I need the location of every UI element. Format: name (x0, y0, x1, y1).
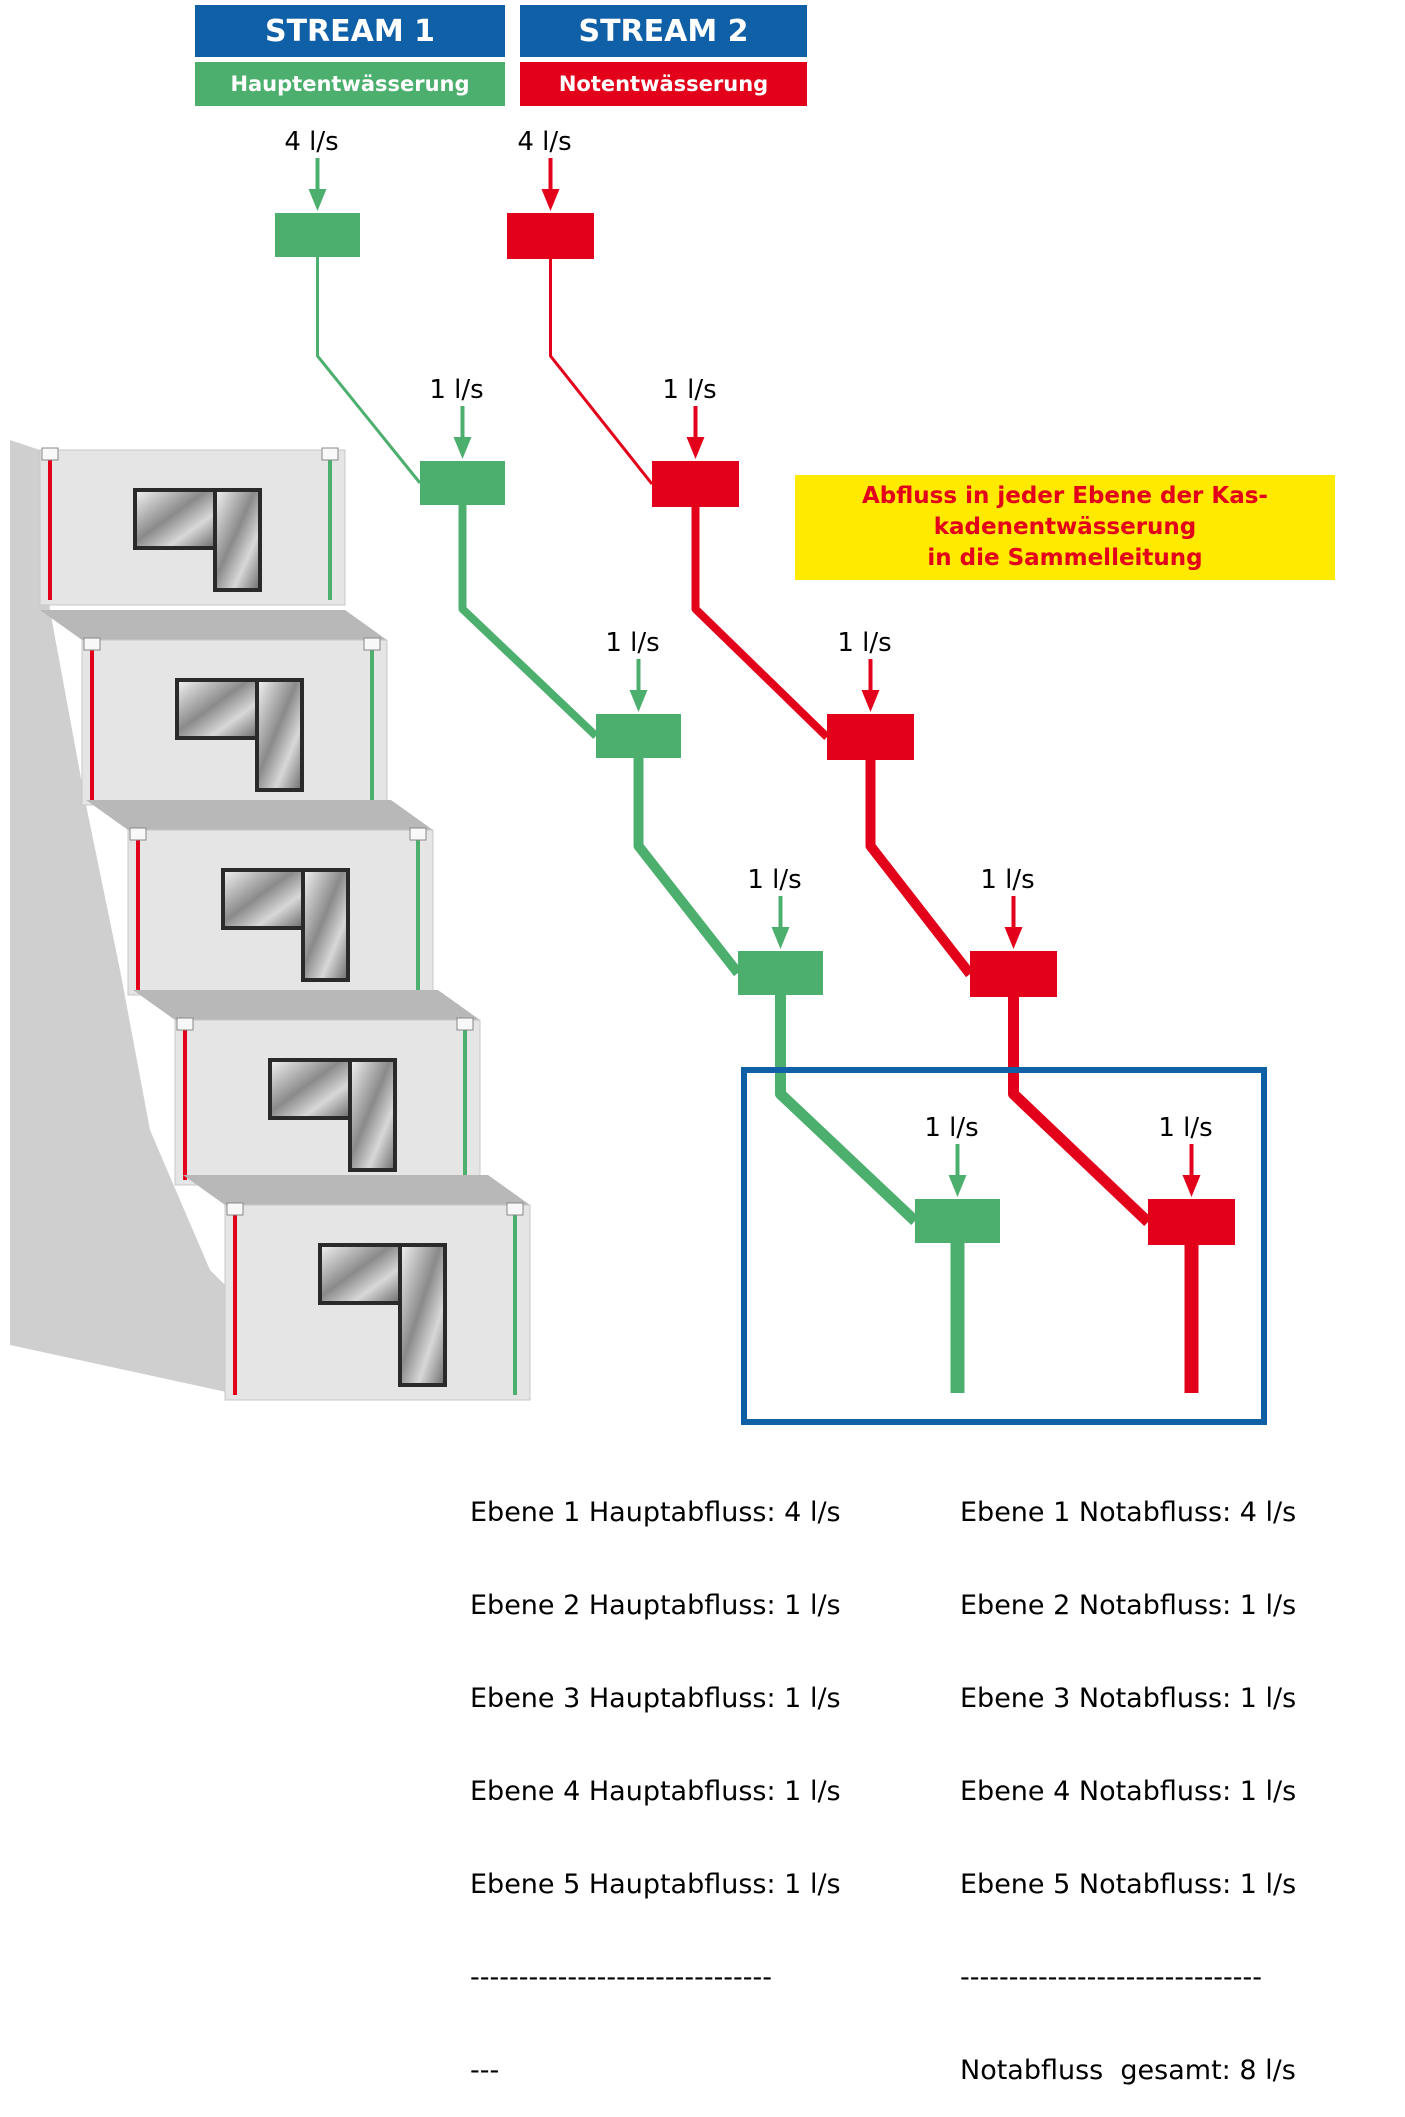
summary-emergency-line: Ebene 5 Notabfluss: 1 l/s (960, 1869, 1297, 1900)
flow-label: 1 l/s (1158, 1113, 1212, 1143)
summary-main-line: Ebene 4 Hauptabfluss: 1 l/s (470, 1776, 841, 1807)
flow-label: 1 l/s (980, 865, 1034, 895)
flow-label: 1 l/s (747, 865, 801, 895)
roof-drain (409, 827, 427, 841)
pipe-segment (865, 760, 974, 978)
summary-main-list: Ebene 1 Hauptabfluss: 4 l/s Ebene 2 Haup… (470, 1435, 841, 2117)
roof-drain (41, 447, 59, 461)
stream1-header: STREAM 1 (195, 5, 505, 57)
door (301, 868, 350, 982)
summary-main-total: --- (470, 2055, 500, 2086)
door (255, 678, 304, 792)
summary-emergency-total: Notabfluss gesamt: 8 l/s (960, 2055, 1296, 2086)
summary-main-line: Ebene 3 Hauptabfluss: 1 l/s (470, 1683, 841, 1714)
summary-main-line: Ebene 1 Hauptabfluss: 4 l/s (470, 1497, 841, 1528)
drain-box (420, 461, 505, 505)
arrow-head (686, 437, 705, 459)
flow-labels: 4 l/s 1 l/s 1 l/s 1 l/s 1 l/s 4 l/s 1 l/s 1 l/s… (284, 127, 1212, 1143)
arrow-head (629, 690, 648, 712)
building-ledge (133, 990, 480, 1020)
diagram-stage: 4 l/s 1 l/s 1 l/s 1 l/s 1 l/s 4 l/s 1 l/s 1 l/s… (10, 127, 1267, 1425)
pipe-segment (691, 507, 830, 740)
window (221, 868, 305, 930)
building-ledge (40, 610, 387, 640)
arrow-head (1004, 927, 1023, 949)
drain-box (652, 461, 739, 507)
flow-label: 1 l/s (924, 1113, 978, 1143)
door (348, 1058, 397, 1172)
roof-drain (176, 1017, 194, 1031)
summary-emergency-line: Ebene 2 Notabfluss: 1 l/s (960, 1590, 1297, 1621)
summary-main-line: Ebene 5 Hauptabfluss: 1 l/s (470, 1869, 841, 1900)
door (213, 488, 262, 592)
collector-frame (741, 1067, 1267, 1425)
pipe-network (275, 158, 1235, 1393)
roof-drain (456, 1017, 474, 1031)
roof-drain (506, 1202, 524, 1216)
drain-box (275, 213, 360, 257)
flow-label: 1 l/s (662, 375, 716, 405)
pipe-segment (549, 259, 654, 485)
building-side (10, 440, 240, 1395)
stream1-subtitle: Hauptentwässerung (195, 62, 505, 106)
flow-label: 4 l/s (517, 127, 571, 157)
stream2-subtitle: Notentwässerung (520, 62, 807, 106)
window (175, 678, 259, 740)
summary-main-separator: ------------------------------- (470, 1962, 773, 1993)
pipe-segment (316, 257, 422, 484)
pipe-segment (775, 995, 919, 1225)
arrow-head (453, 437, 472, 459)
summary-main-line: Ebene 2 Hauptabfluss: 1 l/s (470, 1590, 841, 1621)
arrow-head (948, 1175, 967, 1197)
window (268, 1058, 352, 1120)
pipe-segment (458, 505, 599, 739)
drain-box (915, 1199, 1000, 1243)
drain-box (1148, 1199, 1235, 1245)
cascade-note: Abfluss in jeder Ebene der Kas- kadenent… (795, 475, 1335, 580)
summary-emergency-line: Ebene 3 Notabfluss: 1 l/s (960, 1683, 1297, 1714)
drain-box (827, 714, 914, 760)
arrow-head (308, 189, 327, 211)
summary-emergency-list: Ebene 1 Notabfluss: 4 l/s Ebene 2 Notabf… (960, 1435, 1296, 2117)
roof-drain (226, 1202, 244, 1216)
roof-drain (129, 827, 147, 841)
building-ledge (183, 1175, 530, 1205)
door (398, 1243, 447, 1387)
summary-emergency-line: Ebene 1 Notabfluss: 4 l/s (960, 1497, 1297, 1528)
drain-box (738, 951, 823, 995)
arrow-head (1182, 1175, 1201, 1197)
roof-drain (321, 447, 339, 461)
window (318, 1243, 402, 1305)
flow-label: 4 l/s (284, 127, 338, 157)
diagram-canvas: 4 l/s 1 l/s 1 l/s 1 l/s 1 l/s 4 l/s 1 l/s 1 l/s… (10, 127, 1267, 1425)
arrow-head (541, 189, 560, 211)
flow-label: 1 l/s (837, 628, 891, 658)
window (133, 488, 217, 550)
drain-box (970, 951, 1057, 997)
pipe-segment (1008, 997, 1152, 1226)
drain-box (596, 714, 681, 758)
arrow-head (771, 927, 790, 949)
flow-label: 1 l/s (605, 628, 659, 658)
pipe-segment (633, 758, 742, 977)
stream2-header: STREAM 2 (520, 5, 807, 57)
summary-emergency-line: Ebene 4 Notabfluss: 1 l/s (960, 1776, 1297, 1807)
arrow-head (861, 690, 880, 712)
summary-emergency-separator: ------------------------------- (960, 1962, 1263, 1993)
roof-drain (363, 637, 381, 651)
drain-box (507, 213, 594, 259)
building-illustration (10, 440, 531, 1401)
roof-drain (83, 637, 101, 651)
building-ledge (86, 800, 433, 830)
flow-label: 1 l/s (429, 375, 483, 405)
